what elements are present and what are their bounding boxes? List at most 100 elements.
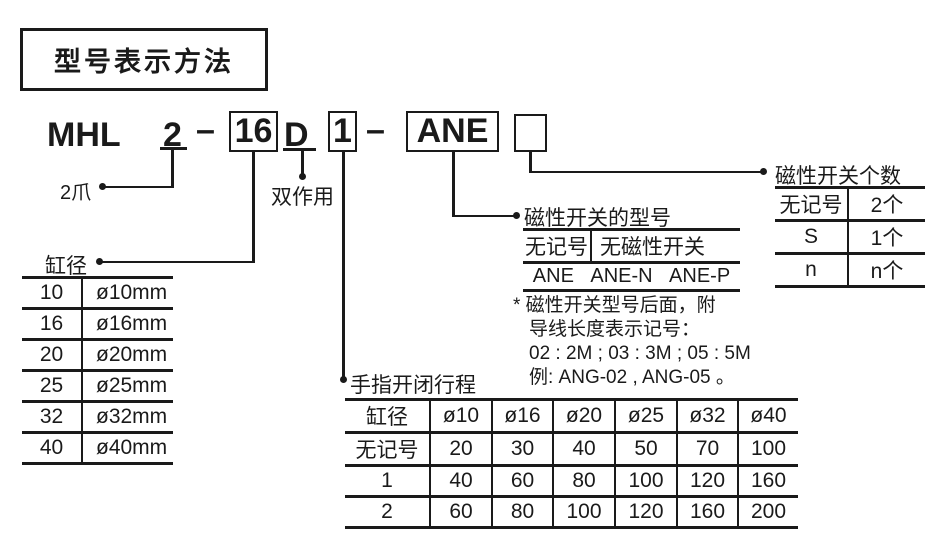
model-series: MHL [47, 116, 121, 154]
action-leader-dot [298, 173, 306, 180]
table-cell: ø32 [677, 399, 739, 433]
table-cell: 2个 [870, 194, 904, 217]
claws-label: 2爪 [60, 182, 92, 204]
table-row: 缸径 ø10 ø16 ø20 ø25 ø32 ø40 [345, 399, 798, 433]
action-underline [283, 148, 316, 151]
table-cell: ANE ANE-N ANE-P [532, 265, 731, 287]
model-dash-1: – [196, 111, 215, 149]
table-cell: 1 [345, 465, 431, 497]
table-cell: 32 [22, 401, 83, 433]
stroke-label: 手指开闭行程 [350, 374, 476, 397]
table-cell: 100 [615, 465, 678, 497]
switch-model-label: 磁性开关的型号 [524, 207, 671, 230]
table-cell: 20 [430, 432, 493, 466]
table-cell: 缸径 [345, 399, 431, 433]
table-row: 无记号 无磁性开关 [523, 229, 740, 263]
switch-model-leader-h [453, 214, 517, 217]
note-line: * 磁性开关型号后面，附 [513, 295, 716, 316]
table-cell: 40 [553, 432, 616, 466]
table-cell: 30 [492, 432, 554, 466]
claws-underline [160, 147, 187, 150]
model-claws-digit: 2 [163, 116, 182, 154]
table-cell: ø25mm [96, 374, 168, 397]
switch-qty-table: 无记号 2个 S 1个 n n个 [775, 186, 925, 288]
claws-leader-v [171, 150, 174, 188]
note-line: 导线长度表示记号： [529, 319, 701, 340]
switch-model-leader-dot [513, 212, 520, 219]
table-cell: 1个 [870, 227, 904, 250]
model-action-letter: D [284, 116, 309, 154]
table-cell: 无磁性开关 [600, 236, 705, 259]
table-cell: 160 [677, 496, 739, 528]
table-cell: ø16 [492, 399, 554, 433]
table-cell: n个 [870, 260, 904, 283]
table-cell: 20 [22, 339, 83, 371]
stroke-leader-dot [339, 376, 347, 383]
table-cell: 25 [22, 370, 83, 402]
table-cell: 200 [750, 500, 787, 523]
table-cell: 40 [430, 465, 493, 497]
table-cell: 100 [750, 437, 787, 460]
table-cell: ø40mm [96, 436, 168, 459]
bore-leader-v [252, 152, 255, 263]
table-cell: 70 [677, 432, 739, 466]
bore-label: 缸径 [45, 255, 87, 278]
table-cell: 10 [22, 277, 83, 309]
table-cell: ø20mm [96, 343, 168, 366]
table-cell: 80 [553, 465, 616, 497]
table-row: S 1个 [775, 220, 925, 254]
page-title-text: 型号表示方法 [54, 47, 234, 77]
table-cell: 无记号 [345, 432, 431, 466]
table-row: 32 ø32mm [22, 401, 173, 433]
table-cell: 无记号 [775, 187, 849, 221]
table-cell: 160 [750, 469, 787, 492]
model-bore-box: 16 [229, 111, 278, 152]
switch-qty-leader-dot [760, 168, 767, 175]
model-switch-qty-box [514, 114, 547, 152]
table-cell: 80 [492, 496, 554, 528]
table-cell: 2 [345, 496, 431, 528]
table-row: 16 ø16mm [22, 308, 173, 340]
switch-qty-leader-v [529, 152, 532, 173]
table-row: 40 ø40mm [22, 432, 173, 464]
note-line: 例: ANG-02 , ANG-05 。 [529, 367, 735, 388]
table-cell: ø25 [615, 399, 678, 433]
table-row: 无记号 20 30 40 50 70 100 [345, 432, 798, 466]
table-row: 10 ø10mm [22, 277, 173, 309]
table-cell: 100 [553, 496, 616, 528]
bore-table: 10 ø10mm 16 ø16mm 20 ø20mm 25 ø25mm 32 ø… [22, 276, 173, 465]
table-row: n n个 [775, 253, 925, 287]
model-stroke-box: 1 [328, 111, 357, 152]
claws-leader-dot [99, 183, 106, 190]
table-cell: ø40 [750, 404, 787, 427]
table-cell: 60 [430, 496, 493, 528]
table-row: 无记号 2个 [775, 187, 925, 221]
bore-leader-h [100, 260, 254, 263]
table-row: ANE ANE-N ANE-P [523, 263, 740, 291]
table-cell: ø10mm [96, 281, 168, 304]
table-cell: ø10 [430, 399, 493, 433]
switch-note: * 磁性开关型号后面，附 导线长度表示记号： 02 : 2M ; 03 : 3M… [513, 294, 751, 390]
switch-qty-label: 磁性开关个数 [775, 165, 901, 188]
table-cell: 120 [615, 496, 678, 528]
table-cell: n [775, 253, 849, 287]
model-dash-2: – [366, 111, 385, 149]
table-cell: ø32mm [96, 405, 168, 428]
page-title: 型号表示方法 [20, 28, 268, 91]
action-leader-v [301, 151, 304, 176]
bore-leader-dot [96, 258, 103, 265]
action-label: 双作用 [271, 186, 334, 209]
table-row: 2 60 80 100 120 160 200 [345, 496, 798, 528]
table-row: 25 ø25mm [22, 370, 173, 402]
table-row: 20 ø20mm [22, 339, 173, 371]
note-line: 02 : 2M ; 03 : 3M ; 05 : 5M [529, 343, 751, 364]
table-cell: 120 [677, 465, 739, 497]
table-cell: 16 [22, 308, 83, 340]
switch-qty-leader-h [530, 170, 764, 173]
switch-model-leader-v [452, 152, 455, 217]
table-cell: ø16mm [96, 312, 168, 335]
stroke-leader-v [342, 152, 345, 381]
claws-leader-h [103, 185, 173, 188]
table-cell: 40 [22, 432, 83, 464]
